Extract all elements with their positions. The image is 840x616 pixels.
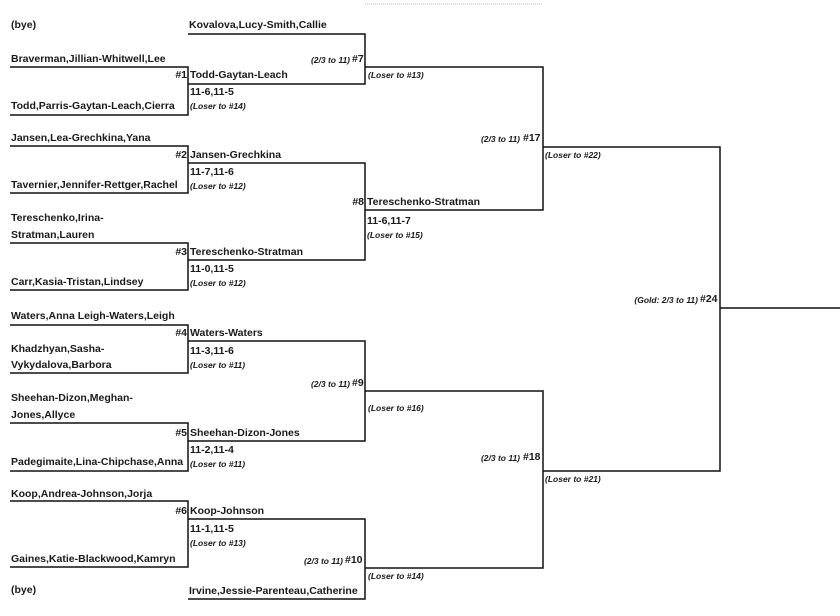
match-score: 11-6,11-7 bbox=[367, 215, 411, 227]
loser-note: (Loser to #22) bbox=[545, 150, 601, 160]
entrant-name: Gaines,Katie-Blackwood,Kamryn bbox=[11, 553, 176, 565]
entrant-name: Todd,Parris-Gaytan-Leach,Cierra bbox=[11, 100, 175, 112]
loser-note: (Loser to #14) bbox=[190, 101, 246, 111]
match-number: #18 bbox=[523, 451, 541, 463]
match-format: (2/3 to 11) bbox=[303, 556, 343, 566]
entrant-name: Tereschenko,Irina- bbox=[11, 212, 104, 224]
match-format: (Gold: 2/3 to 11) bbox=[634, 295, 698, 305]
bracket-line bbox=[10, 66, 189, 116]
seed-entrant: Irvine,Jessie-Parenteau,Catherine bbox=[189, 585, 358, 597]
match-winner: Sheehan-Dizon-Jones bbox=[190, 427, 300, 439]
match-number: #17 bbox=[523, 132, 541, 144]
match-score: 11-2,11-4 bbox=[190, 444, 234, 456]
loser-note: (Loser to #12) bbox=[190, 181, 246, 191]
loser-note: (Loser to #13) bbox=[368, 70, 424, 80]
match-winner: Koop-Johnson bbox=[190, 505, 265, 517]
bracket-line bbox=[188, 162, 366, 261]
bracket-line bbox=[543, 146, 721, 472]
entrant-name: Jansen,Lea-Grechkina,Yana bbox=[11, 132, 151, 144]
entrant-name: Braverman,Jillian-Whitwell,Lee bbox=[11, 53, 166, 65]
match-number: #7 bbox=[352, 53, 364, 65]
match-number: #5 bbox=[175, 427, 187, 439]
entrant-bye: (bye) bbox=[11, 584, 37, 596]
bracket-line bbox=[365, 390, 544, 569]
match-number: #24 bbox=[700, 293, 718, 305]
loser-note: (Loser to #14) bbox=[368, 571, 424, 581]
loser-note: (Loser to #11) bbox=[190, 459, 246, 469]
entrant-name: Khadzhyan,Sasha- bbox=[11, 343, 105, 355]
match-number: #2 bbox=[175, 149, 187, 161]
match-number: #9 bbox=[352, 377, 364, 389]
entrant-name: Sheehan-Dizon,Meghan- bbox=[11, 392, 133, 404]
bracket-line bbox=[10, 324, 189, 374]
bracket-line bbox=[10, 422, 189, 472]
match-number: #4 bbox=[175, 327, 187, 339]
entrant-name: Vykydalova,Barbora bbox=[11, 359, 112, 371]
entrant-name: Tavernier,Jennifer-Rettger,Rachel bbox=[11, 179, 178, 191]
entrant-bye: (bye) bbox=[11, 19, 37, 31]
match-number: #6 bbox=[175, 505, 187, 517]
match-winner: Waters-Waters bbox=[190, 327, 263, 339]
entrant-name: Waters,Anna Leigh-Waters,Leigh bbox=[11, 310, 175, 322]
match-score: 11-0,11-5 bbox=[190, 263, 234, 275]
entrant-name: Koop,Andrea-Johnson,Jorja bbox=[11, 488, 153, 500]
match-format: (2/3 to 11) bbox=[480, 453, 520, 463]
entrant-name: Padegimaite,Lina-Chipchase,Anna bbox=[11, 456, 184, 468]
match-score: 11-6,11-5 bbox=[190, 86, 234, 98]
match-winner: Todd-Gaytan-Leach bbox=[190, 69, 288, 81]
match-number: #10 bbox=[345, 554, 363, 566]
loser-note: (Loser to #21) bbox=[545, 474, 601, 484]
match-score: 11-7,11-6 bbox=[190, 166, 234, 178]
loser-note: (Loser to #12) bbox=[190, 278, 246, 288]
entrant-name: Jones,Allyce bbox=[11, 409, 76, 421]
bracket-line bbox=[10, 500, 189, 568]
entrant-name: Carr,Kasia-Tristan,Lindsey bbox=[11, 276, 144, 288]
match-number: #8 bbox=[352, 196, 364, 208]
loser-note: (Loser to #11) bbox=[190, 360, 246, 370]
bracket-line bbox=[365, 66, 544, 211]
bracket-line bbox=[10, 145, 189, 194]
bracket-line bbox=[10, 242, 189, 291]
match-number: #3 bbox=[175, 246, 187, 258]
match-winner: Jansen-Grechkina bbox=[190, 149, 282, 161]
match-winner: Tereschenko-Stratman bbox=[190, 246, 304, 258]
loser-note: (Loser to #13) bbox=[190, 538, 246, 548]
entrant-name: Stratman,Lauren bbox=[11, 229, 95, 241]
match-score: 11-3,11-6 bbox=[190, 345, 234, 357]
bracket-line bbox=[188, 518, 366, 600]
bracket-line bbox=[188, 33, 366, 85]
match-format: (2/3 to 11) bbox=[480, 134, 520, 144]
seed-entrant: Kovalova,Lucy-Smith,Callie bbox=[189, 19, 327, 31]
loser-note: (Loser to #16) bbox=[368, 403, 424, 413]
match-number: #1 bbox=[175, 69, 187, 81]
match-score: 11-1,11-5 bbox=[190, 523, 234, 535]
match-format: (2/3 to 11) bbox=[310, 55, 350, 65]
match-format: (2/3 to 11) bbox=[310, 379, 350, 389]
match-winner: Tereschenko-Stratman bbox=[367, 196, 481, 208]
loser-note: (Loser to #15) bbox=[367, 230, 423, 240]
